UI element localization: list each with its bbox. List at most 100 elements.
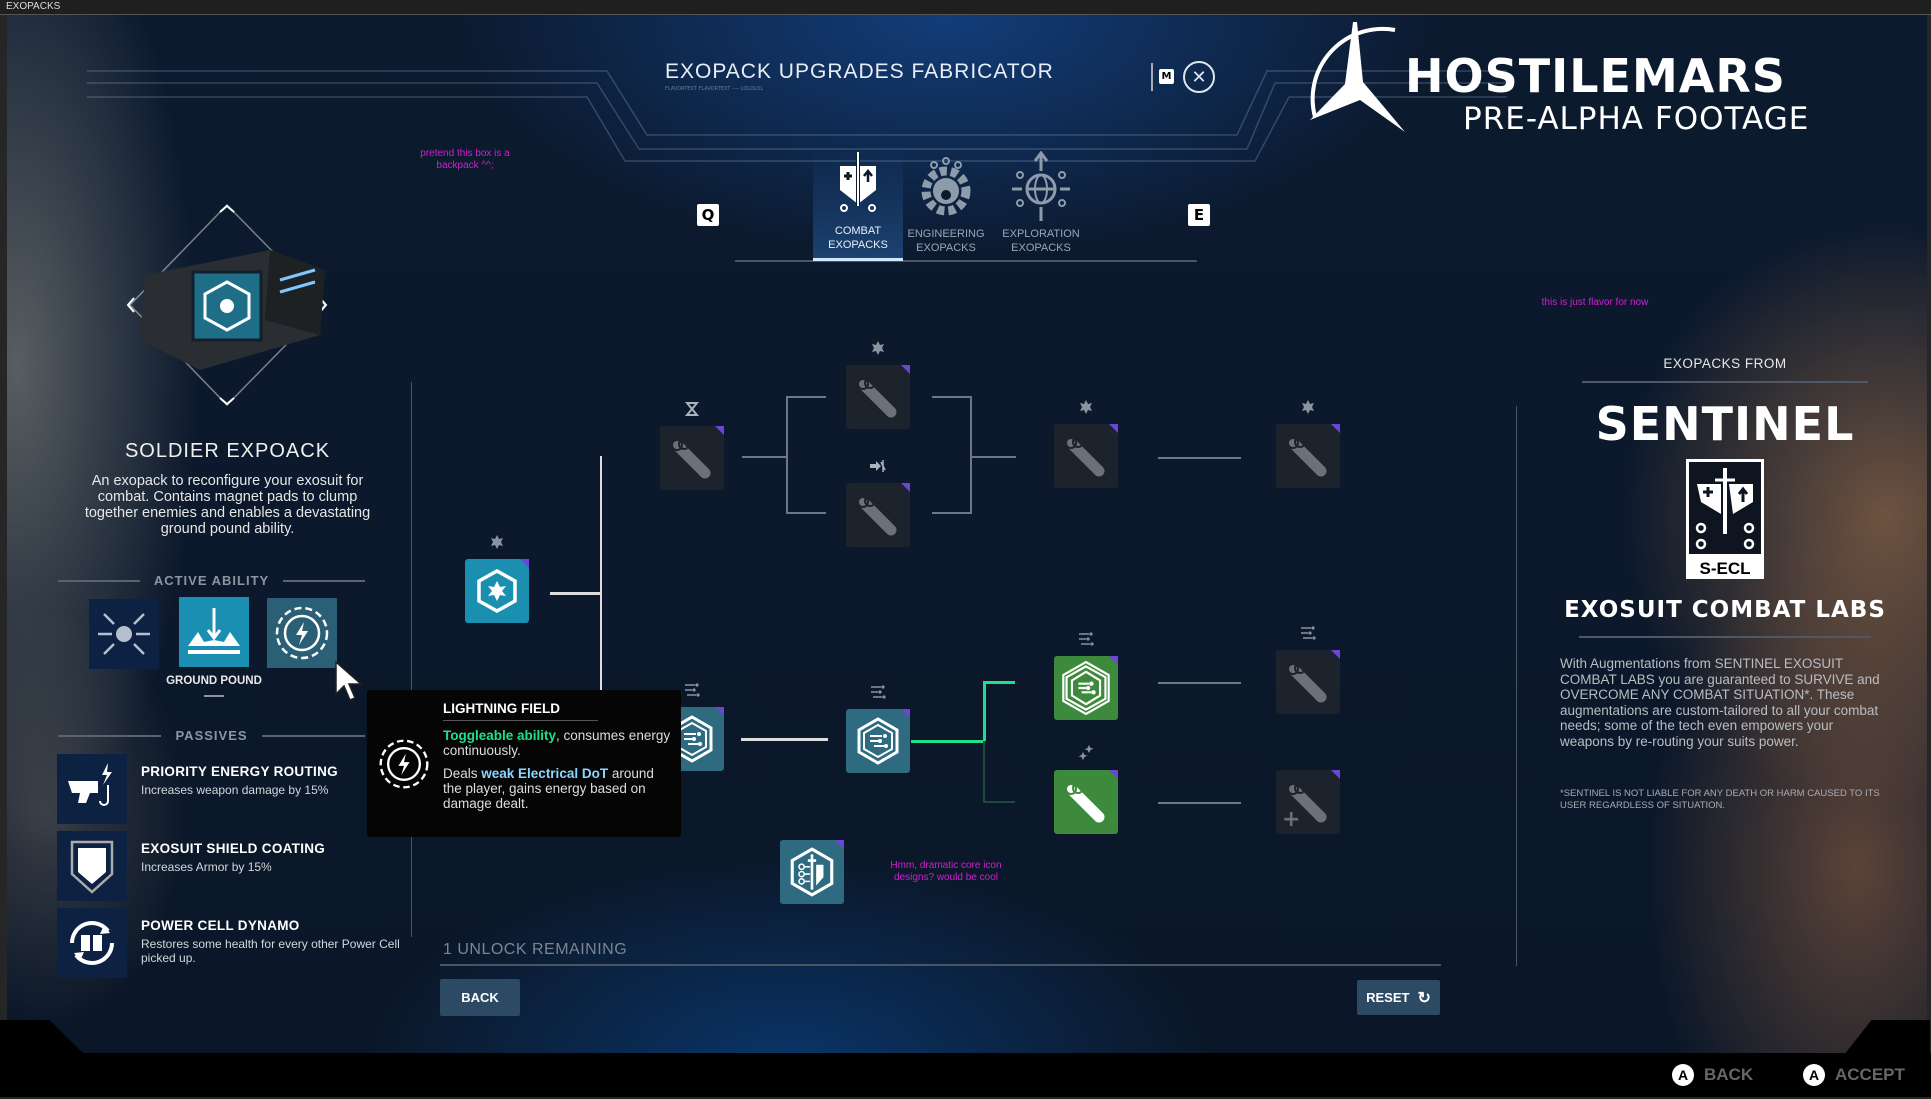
reset-button[interactable]: RESET ↻ <box>1357 980 1440 1015</box>
map-key-hint[interactable]: M <box>1159 69 1174 84</box>
mouse-cursor <box>335 660 363 701</box>
active-ability-header: ACTIVE ABILITY <box>58 573 366 588</box>
hint-label: ACCEPT <box>1835 1065 1905 1084</box>
star-icon <box>488 533 506 551</box>
tree-node-i[interactable] <box>1054 770 1118 834</box>
tree-node-e[interactable] <box>1276 424 1340 488</box>
close-icon: ✕ <box>1191 66 1207 88</box>
ability-magnet-pull[interactable] <box>89 599 159 669</box>
ability-tooltip: LIGHTNING FIELD Toggleable ability, cons… <box>367 690 681 837</box>
dev-note-flavor: this is just flavor for now <box>1541 297 1649 308</box>
unlocks-remaining: 1 UNLOCK REMAINING <box>443 941 628 958</box>
reset-icon: ↻ <box>1417 989 1431 1007</box>
hint-accept[interactable]: A ACCEPT <box>1803 1064 1905 1086</box>
back-button[interactable]: BACK <box>440 979 520 1016</box>
tooltip-title: LIGHTNING FIELD <box>443 701 598 721</box>
tree-connector <box>983 681 986 741</box>
sliders-icon <box>1077 630 1095 648</box>
manufacturer-panel: EXOPACKS FROM SENTINEL S-ECL EXOSUIT COM… <box>1560 356 1890 812</box>
tooltip-text: , consumes energy continuously. <box>443 728 671 758</box>
hostile-mars-logo: HOSTILEMARS PRE-ALPHA FOOTAGE <box>1310 22 1808 137</box>
pill-icon <box>667 433 717 483</box>
tree-node-d[interactable] <box>1054 424 1118 488</box>
selected-indicator <box>204 695 224 697</box>
window-title: EXOPACKS <box>6 1 61 12</box>
ability-lightning-field[interactable] <box>267 598 337 668</box>
backpack-preview[interactable] <box>120 200 335 410</box>
pill-icon <box>853 490 903 540</box>
lightning-field-icon <box>275 606 329 660</box>
tab-label: EXOPACKS <box>1011 242 1071 254</box>
power-cell-cycle-icon <box>70 921 114 965</box>
pill-icon <box>1283 777 1333 827</box>
tooltip-text: Deals <box>443 766 482 781</box>
passive-description: Increases Armor by 15% <box>141 860 272 874</box>
dev-note-core: Hmm, dramatic core icon designs? would b… <box>890 860 1002 883</box>
tree-node-b[interactable] <box>846 365 910 429</box>
pill-icon <box>1283 657 1333 707</box>
close-button[interactable]: ✕ <box>1183 61 1215 93</box>
tree-node-g[interactable] <box>846 709 910 773</box>
tree-node-a[interactable] <box>660 426 724 490</box>
prev-tab-key[interactable]: Q <box>697 204 719 226</box>
divider <box>1582 381 1868 383</box>
sliders-icon <box>869 683 887 701</box>
tree-connector <box>970 396 972 514</box>
sword-circuit-hex-icon <box>786 846 838 898</box>
lightning-field-icon <box>379 739 429 789</box>
star-icon <box>1077 398 1095 416</box>
sentinel-logo: S-ECL <box>1686 459 1764 579</box>
tree-connector <box>786 396 788 514</box>
tree-connector <box>983 681 1015 684</box>
tab-label: EXPLORATION <box>1002 228 1080 240</box>
passive-description: Restores some health for every other Pow… <box>141 937 400 965</box>
sliders-icon <box>683 681 701 699</box>
section-label: PASSIVES <box>175 728 248 743</box>
core-star-hex-icon <box>473 567 521 615</box>
dev-note-backpack: pretend this box is a backpack ^^; <box>420 148 510 171</box>
tree-node-k[interactable]: + <box>1276 770 1340 834</box>
shield-sword-icon <box>840 152 876 212</box>
a-button-icon: A <box>1803 1064 1825 1086</box>
tree-node-h[interactable] <box>1054 656 1118 720</box>
tree-connector <box>932 396 970 398</box>
sparkle-icon <box>1077 744 1095 762</box>
tree-connector <box>1158 457 1241 459</box>
tab-exploration-exopacks[interactable]: EXPLORATION EXOPACKS <box>996 148 1086 261</box>
hourglass-icon <box>683 400 701 418</box>
tree-connector <box>911 740 984 743</box>
tab-underline <box>735 260 1197 262</box>
tooltip-body: Toggleable ability, consumes energy cont… <box>443 728 673 811</box>
sliders-icon <box>1299 624 1317 642</box>
section-label: ACTIVE ABILITY <box>153 573 270 588</box>
tree-node-c[interactable] <box>846 483 910 547</box>
panel-divider-left <box>411 382 412 937</box>
tree-connector <box>786 396 826 398</box>
tree-node-root[interactable] <box>465 559 529 623</box>
passives-header: PASSIVES <box>58 728 365 743</box>
magnet-pull-icon <box>98 613 150 655</box>
gear-icon <box>921 157 971 216</box>
liability-footnote: *SENTINEL IS NOT LIABLE FOR ANY DEATH OR… <box>1560 787 1880 811</box>
tree-connector <box>1158 682 1241 684</box>
pill-icon <box>1061 777 1111 827</box>
next-tab-key[interactable]: E <box>1188 204 1210 226</box>
star-icon <box>1299 398 1317 416</box>
tree-node-core[interactable] <box>780 840 844 904</box>
button-label: RESET <box>1366 990 1410 1005</box>
pill-icon <box>1061 431 1111 481</box>
tree-connector <box>741 738 828 741</box>
tree-node-j[interactable] <box>1276 650 1340 714</box>
tree-connector <box>742 456 786 458</box>
svg-text:HOSTILEMARS: HOSTILEMARS <box>1405 49 1786 103</box>
page-subtitle: FLAVORTEXT FLAVORTEXT ---- LOLOLOL <box>665 86 764 92</box>
divider <box>1579 636 1871 638</box>
ability-ground-pound[interactable] <box>179 597 249 667</box>
